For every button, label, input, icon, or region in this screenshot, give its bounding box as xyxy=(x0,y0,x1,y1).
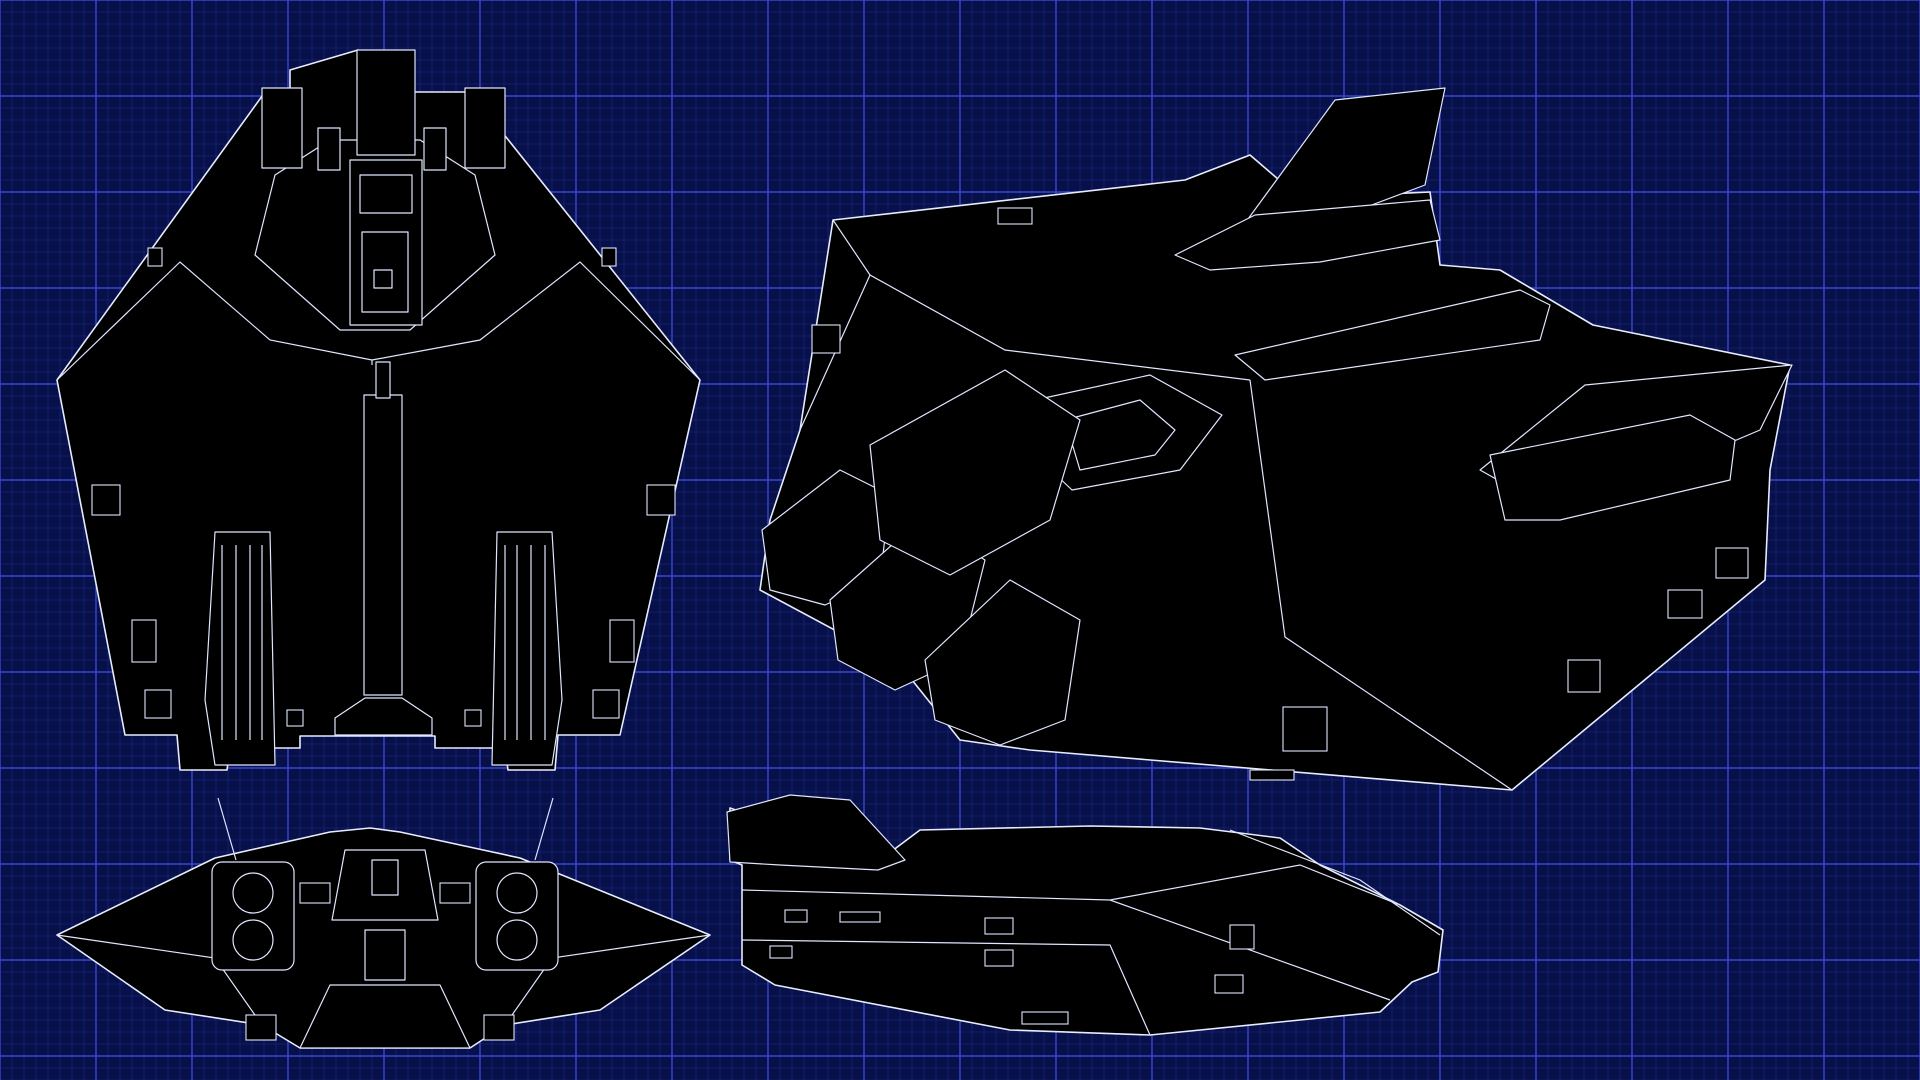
perspective-view-port-5 xyxy=(811,324,841,354)
front-view-vent-right xyxy=(439,882,471,904)
top-view-spine-tip xyxy=(375,361,391,399)
perspective-view-right-engine xyxy=(1489,414,1736,521)
top-view-cockpit-window xyxy=(373,269,393,289)
front-view-left-engine xyxy=(211,861,295,971)
perspective-view-port-1 xyxy=(1282,706,1328,752)
front-view-antenna-left xyxy=(217,797,237,861)
perspective-view-engine-block-c xyxy=(924,579,1081,746)
top-view-marker-right xyxy=(601,247,617,267)
front-view-vent-left xyxy=(299,882,331,904)
front-view-right-engine-nozzle-top xyxy=(496,872,538,914)
perspective-view-mid-block xyxy=(869,369,1081,576)
ship-side-view xyxy=(726,794,1444,1036)
perspective-view-edge-front xyxy=(832,219,1251,381)
perspective-view-port-6 xyxy=(997,207,1033,225)
top-view-left-engine-struts xyxy=(221,545,263,740)
front-view-left-engine-nozzle-bottom xyxy=(232,919,274,961)
perspective-view-spine xyxy=(1234,289,1551,381)
front-view-antenna-right xyxy=(534,797,554,861)
top-view-vent-left xyxy=(131,619,157,663)
top-view-cockpit-canopy xyxy=(359,174,413,214)
front-view-left-engine-nozzle-top xyxy=(232,872,274,914)
front-view-cockpit-window xyxy=(371,859,399,896)
front-view-right-engine xyxy=(475,861,559,971)
front-view-right-engine-nozzle-bottom xyxy=(496,919,538,961)
side-view-port-7 xyxy=(769,945,793,959)
side-view-port-5 xyxy=(784,909,808,923)
top-view-port-right-1 xyxy=(646,484,676,516)
top-view-spine xyxy=(363,394,403,696)
top-view-nose xyxy=(356,49,416,156)
side-view-canopy-line xyxy=(1229,829,1441,936)
ship-front-view xyxy=(56,797,711,1049)
front-view-foot-left xyxy=(245,1014,277,1041)
ship-top-view xyxy=(56,49,701,771)
side-view-port-4 xyxy=(984,949,1014,967)
top-view-hatch-left xyxy=(286,709,304,727)
side-view-panel-line-lower xyxy=(741,939,1151,1036)
top-view-right-intake xyxy=(464,87,506,169)
top-view-panel-line-left xyxy=(56,261,373,381)
top-view-panel-line-right xyxy=(371,261,701,381)
perspective-view-port-2 xyxy=(1567,659,1601,693)
perspective-view-port-7 xyxy=(1249,769,1295,781)
top-view-port-right-2 xyxy=(592,689,620,719)
side-view-port-1 xyxy=(1229,924,1255,950)
top-view-left-engine xyxy=(204,531,276,766)
side-view-port-6 xyxy=(839,911,881,923)
top-view-vent-right xyxy=(609,619,635,663)
top-view-port-left-2 xyxy=(144,689,172,719)
top-view-right-engine xyxy=(491,531,563,766)
top-view-marker-left xyxy=(147,247,163,267)
top-view-port-left-1 xyxy=(91,484,121,516)
top-view-spine-tail xyxy=(334,697,433,736)
front-view-lower-body xyxy=(299,984,471,1049)
top-view-right-engine-struts xyxy=(504,545,546,740)
side-view-vent xyxy=(1021,1011,1069,1025)
side-view-panel-line-nose xyxy=(1109,864,1401,906)
front-view-foot-right xyxy=(483,1014,515,1041)
perspective-view-cockpit-canopy xyxy=(1064,399,1176,471)
top-view-left-hatch xyxy=(317,127,341,171)
top-view-right-hatch xyxy=(423,127,447,171)
side-view-hull xyxy=(729,807,1444,1036)
side-view-port-2 xyxy=(1214,974,1244,994)
perspective-view-fin-top-base xyxy=(1174,199,1441,271)
side-view-tail-fin xyxy=(726,794,906,871)
front-view-lower-hatch xyxy=(364,929,406,981)
ship-perspective-view xyxy=(759,87,1793,791)
perspective-view-port-4 xyxy=(1667,589,1703,619)
perspective-view-edge-mid xyxy=(1249,379,1513,791)
top-view-left-intake xyxy=(261,87,303,169)
perspective-view-port-3 xyxy=(1715,547,1749,579)
top-view-hatch-right xyxy=(464,709,482,727)
side-view-port-3 xyxy=(984,917,1014,935)
